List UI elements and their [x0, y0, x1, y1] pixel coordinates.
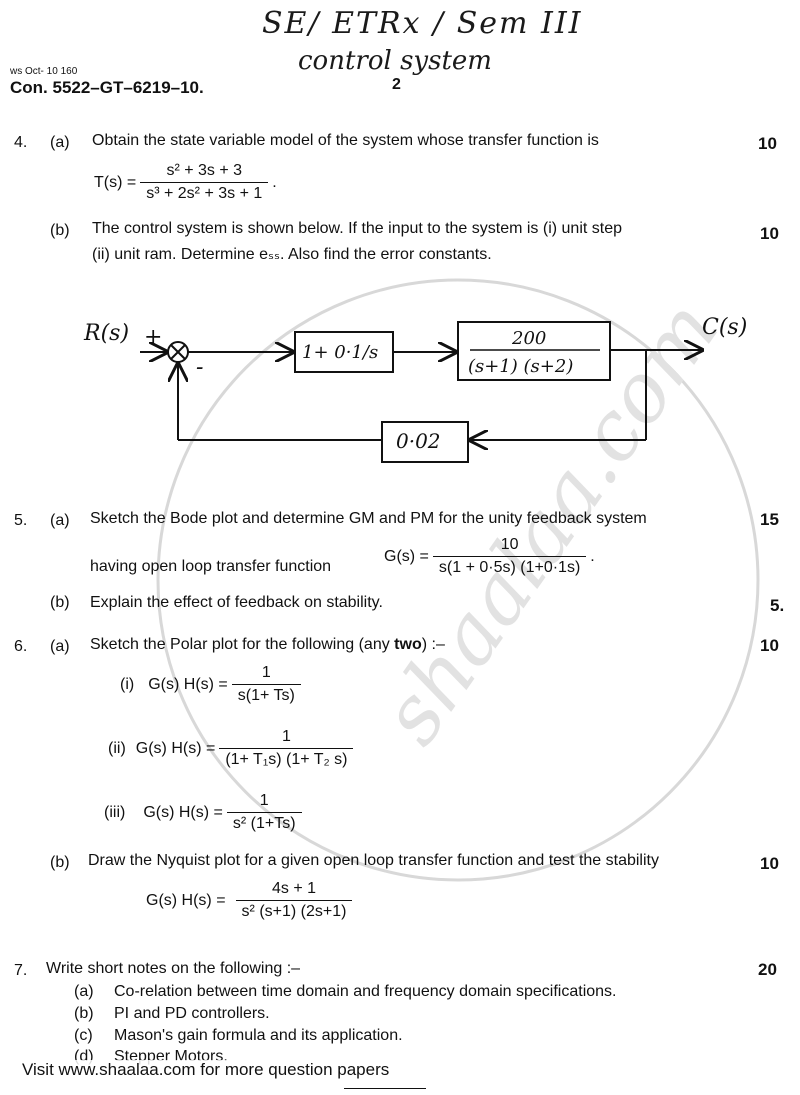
q6a-text: Sketch the Polar plot for the following … [90, 636, 445, 654]
tf-fraction: s² + 3s + 3 s³ + 2s² + 3s + 1 [140, 162, 269, 203]
item-label: (iii) [104, 803, 126, 821]
tf-end: . [272, 173, 277, 191]
q6a-marks: 10 [760, 636, 779, 655]
tf-numerator: s² + 3s + 3 [140, 162, 269, 183]
q6b-lhs: G(s) H(s) = [146, 891, 226, 909]
item-lhs: G(s) H(s) = [135, 739, 216, 757]
minus-sign: - [196, 355, 203, 380]
g-end: . [590, 547, 595, 565]
block-diagram: R(s) + - 1+ 0·1/s 200 (s+1) (s+2) C(s) 0… [83, 315, 747, 463]
stamp-text: ws Oct- 10 160 [10, 66, 78, 77]
feedback-block [381, 421, 469, 463]
q4a-transfer-function: T(s) = s² + 3s + 3 s³ + 2s² + 3s + 1 . [94, 162, 277, 203]
q6b-denominator: s² (s+1) (2s+1) [241, 903, 347, 920]
handwritten-course-header: SE/ ETRx / Sem III [262, 6, 583, 41]
q4b-text-line2: (ii) unit ram. Determine eₛₛ. Also find … [92, 246, 492, 263]
q5a-marks: 15 [760, 510, 779, 529]
item-lhs: G(s) H(s) = [143, 803, 223, 821]
item-label: (ii) [108, 739, 126, 757]
q6a-label: (a) [50, 638, 70, 655]
con-code: Con. 5522–GT–6219–10. [10, 78, 204, 97]
g-fraction: 10 s(1 + 0·5s) (1+0·1s) [432, 536, 587, 577]
q6b-label: (b) [50, 854, 70, 871]
q6-number: 6. [14, 638, 28, 655]
q5-number: 5. [14, 512, 28, 529]
g-lhs: G(s) = [384, 547, 429, 565]
q7-item-c: (c) Mason's gain formula and its applicat… [74, 1027, 403, 1045]
q4a-marks: 10 [758, 134, 777, 153]
q7-number: 7. [14, 962, 28, 979]
q5b-text: Explain the effect of feedback on stabil… [90, 594, 383, 611]
q6b-marks: 10 [760, 854, 779, 873]
q5b-label: (b) [50, 594, 70, 611]
q7-item-b: (b) PI and PD controllers. [74, 1005, 270, 1023]
feedback-label: 0·02 [396, 429, 441, 453]
item-label: (c) [74, 1027, 93, 1044]
q6a-text-pre: Sketch the Polar plot for the following … [90, 636, 395, 653]
q6b-numerator: 4s + 1 [235, 880, 353, 901]
plant-denominator: (s+1) (s+2) [468, 356, 573, 377]
q7-marks: 20 [758, 960, 777, 979]
q5-open-loop-tf: G(s) = 10 s(1 + 0·5s) (1+0·1s) . [384, 536, 595, 577]
output-label: C(s) [702, 315, 747, 340]
q6b-text: Draw the Nyquist plot for a given open l… [88, 852, 659, 869]
q5a-text-line2: having open loop transfer function [90, 558, 332, 575]
q4b-label: (b) [50, 222, 70, 239]
q6a-item-i: (i) G(s) H(s) = 1 s(1+ Ts) [120, 664, 301, 705]
q4a-label: (a) [50, 134, 70, 151]
page-number: 2 [392, 76, 401, 93]
footer-rule [344, 1088, 426, 1089]
g-numerator: 10 [432, 536, 587, 557]
input-label: R(s) [83, 321, 129, 346]
q4b-text-line1: The control system is shown below. If th… [92, 220, 623, 237]
tf-denominator: s³ + 2s² + 3s + 1 [146, 185, 263, 202]
q7-item-a: (a) Co-relation between time domain and f… [74, 983, 617, 1001]
item-label: (b) [74, 1005, 94, 1022]
q5b-marks: 5. [770, 596, 785, 615]
item-text: PI and PD controllers. [114, 1005, 270, 1022]
q4a-text: Obtain the state variable model of the s… [92, 132, 599, 149]
handwritten-subject: control system [298, 46, 492, 76]
plant-numerator: 200 [511, 328, 546, 349]
q7-text: Write short notes on the following :– [46, 960, 301, 977]
item-numerator: 1 [231, 664, 301, 685]
plus-sign: + [144, 325, 162, 350]
item-denominator: (1+ T₁s) (1+ T₂ s) [225, 751, 348, 768]
item-lhs: G(s) H(s) = [148, 675, 228, 693]
q6b-tf: G(s) H(s) = 4s + 1 s² (s+1) (2s+1) [146, 880, 353, 921]
item-label: (i) [120, 675, 135, 693]
item-numerator: 1 [219, 728, 354, 749]
footer-link[interactable]: Visit www.shaalaa.com for more question … [20, 1060, 392, 1080]
item-denominator: s(1+ Ts) [237, 687, 295, 704]
q6a-text-post: ) :– [421, 636, 445, 653]
item-text: Co-relation between time domain and freq… [114, 983, 617, 1000]
q4b-marks: 10 [760, 224, 779, 243]
tf-lhs: T(s) = [94, 173, 137, 191]
q6a-item-ii: (ii) G(s) H(s) = 1 (1+ T₁s) (1+ T₂ s) [108, 728, 354, 769]
q5a-label: (a) [50, 512, 70, 529]
q6a-item-iii: (iii) G(s) H(s) = 1 s² (1+Ts) [104, 792, 302, 833]
q5a-text: Sketch the Bode plot and determine GM an… [90, 510, 647, 527]
controller-label: 1+ 0·1/s [302, 342, 378, 363]
q4-number: 4. [14, 134, 28, 151]
q6a-text-bold: two [394, 636, 422, 653]
g-denominator: s(1 + 0·5s) (1+0·1s) [438, 559, 581, 576]
q6b-fraction: 4s + 1 s² (s+1) (2s+1) [235, 880, 353, 921]
item-numerator: 1 [226, 792, 302, 813]
item-fraction: 1 (1+ T₁s) (1+ T₂ s) [219, 728, 354, 769]
item-fraction: 1 s² (1+Ts) [226, 792, 302, 833]
item-fraction: 1 s(1+ Ts) [231, 664, 301, 705]
item-denominator: s² (1+Ts) [232, 815, 296, 832]
item-label: (a) [74, 983, 94, 1000]
item-text: Mason's gain formula and its application… [114, 1027, 403, 1044]
